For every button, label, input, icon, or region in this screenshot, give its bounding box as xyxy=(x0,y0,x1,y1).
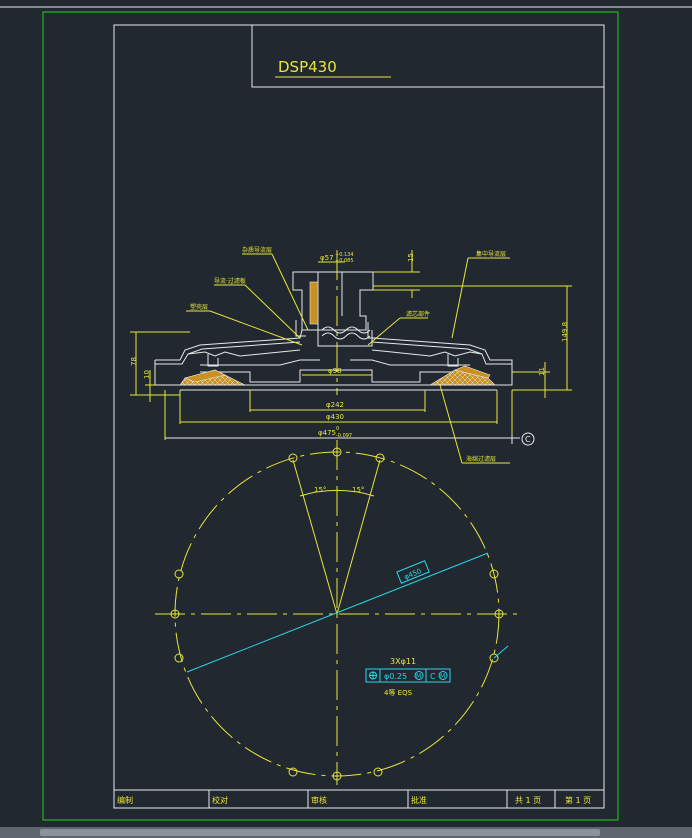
holes-spec: 3Xφ11 xyxy=(390,657,416,666)
plan-view: 15° 15° φ450 3Xφ11 φ0.25 M C M 4等 EQS xyxy=(155,440,520,785)
outer-green-frame xyxy=(42,11,619,821)
callout-top-right: 集中导流层 xyxy=(476,250,506,258)
horizontal-scrollbar[interactable] xyxy=(0,827,692,838)
tb-approved: 批准 xyxy=(411,795,427,805)
tb-drawn: 编制 xyxy=(117,795,133,805)
dim-d57: φ57 xyxy=(320,254,334,262)
datum-ref: C xyxy=(430,672,436,681)
callout-bottom-right: 海绵过滤层 xyxy=(466,455,496,463)
callouts: 杂质导流层 导流·过滤板 塑壳层 滤芯部件 集中导流层 海绵过滤层 xyxy=(186,246,510,464)
title-box xyxy=(251,24,605,88)
callout-right-inner: 滤芯部件 xyxy=(406,310,430,318)
datum-c: C xyxy=(525,435,531,444)
tolerance-value: φ0.25 xyxy=(384,672,407,681)
tolerance-mod: M xyxy=(416,673,421,680)
drawing-border xyxy=(113,24,605,809)
dim-d450: φ450 xyxy=(403,567,423,581)
tb-checked: 校对 xyxy=(212,795,228,805)
drawing-title: DSP430 xyxy=(278,58,337,76)
dim-d57-upper: +0.134 xyxy=(335,252,354,258)
dim-h15: 15 xyxy=(407,253,415,262)
callout-top-left-1: 杂质导流层 xyxy=(242,246,272,254)
dim-d242: φ242 xyxy=(326,401,344,409)
dim-d98: φ98 xyxy=(328,367,342,375)
dim-h78: 78 xyxy=(130,357,138,366)
callout-left-3: 塑壳层 xyxy=(190,303,208,311)
dim-d430: φ430 xyxy=(326,413,344,421)
dim-d475-upper: 0 xyxy=(336,426,339,432)
dim-h11: 11 xyxy=(538,367,546,376)
dim-d475: φ475 xyxy=(318,429,336,437)
angle-left: 15° xyxy=(314,486,326,494)
scrollbar-thumb[interactable] xyxy=(40,829,600,836)
angle-right: 15° xyxy=(352,486,364,494)
section-view xyxy=(154,250,513,395)
title-block: 编制 校对 审核 批准 共 1 页 第 1 页 xyxy=(114,789,604,808)
dim-d475-lower: -0.097 xyxy=(336,433,352,439)
tb-page-no: 第 1 页 xyxy=(565,795,591,805)
dim-d57-lower: +0.085 xyxy=(335,258,354,264)
tb-reviewed: 审核 xyxy=(311,795,327,805)
dim-h10: 10 xyxy=(143,370,151,379)
dim-h149: 149.8 xyxy=(561,322,569,342)
datum-mod: M xyxy=(440,673,445,680)
tb-total-pages: 共 1 页 xyxy=(515,796,541,805)
eqs-note: 4等 EQS xyxy=(384,688,413,697)
section-dimensions: φ57 +0.134 +0.085 15 149.8 78 10 11 φ98 … xyxy=(130,250,572,446)
callout-top-left-2: 导流·过滤板 xyxy=(214,277,246,285)
